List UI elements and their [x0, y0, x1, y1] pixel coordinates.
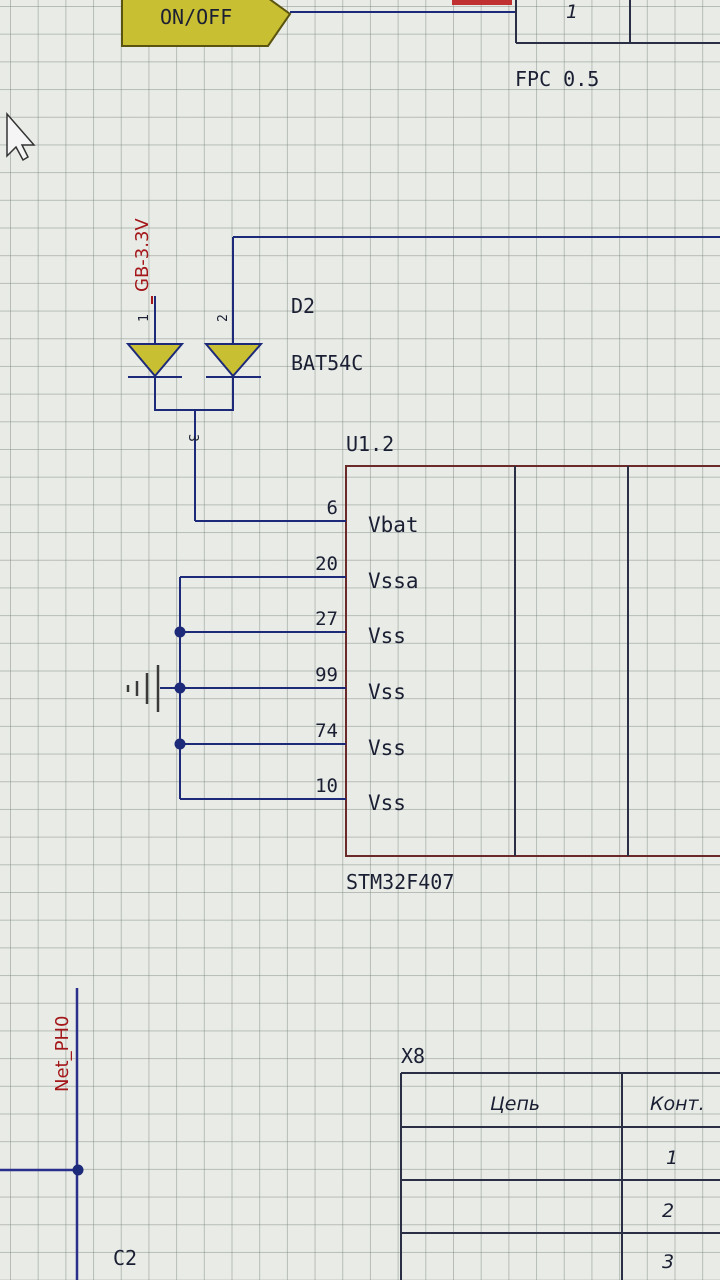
junction-dot [174, 738, 186, 750]
pin-name: Vbat [368, 513, 419, 537]
junction-dot [72, 1164, 84, 1176]
d2-pin1-number: 1 [137, 314, 152, 322]
on-off-port-label: ON/OFF [160, 5, 232, 29]
x8-header-net: Цепь [490, 1093, 540, 1115]
net-ph0-label: Net_PH0 [52, 1016, 73, 1092]
fpc-pin-number: 1 [566, 1, 578, 23]
pin-number: 20 [315, 553, 338, 575]
u1-body[interactable] [345, 465, 720, 857]
fpc-connector-name: FPC 0.5 [515, 67, 599, 91]
d2-pin3-number: 3 [185, 434, 200, 442]
d2-pin2-number: 2 [216, 314, 231, 322]
pin-number: 99 [315, 664, 338, 686]
u1-part-number: STM32F407 [346, 870, 454, 894]
pin-number: 6 [327, 497, 338, 519]
diode-d2-right[interactable] [203, 343, 264, 378]
junction-dot [174, 682, 186, 694]
pin-number: 74 [315, 720, 338, 742]
ground-icon[interactable] [126, 665, 160, 712]
pin-number: 27 [315, 608, 338, 630]
selection-marker [452, 0, 512, 5]
pin-name: Vss [368, 736, 406, 760]
junction-dot [174, 626, 186, 638]
x8-row-pin: 3 [662, 1251, 674, 1273]
x8-table[interactable] [400, 1072, 720, 1280]
arrow-cursor-icon [6, 111, 36, 162]
supply-net-label: GB-3.3V [132, 218, 153, 292]
pin-number: 10 [315, 775, 338, 797]
pin-name: Vssa [368, 569, 419, 593]
pin-name: Vss [368, 791, 406, 815]
x8-row-pin: 2 [662, 1200, 674, 1222]
pin-name: Vss [368, 680, 406, 704]
on-off-port[interactable]: ON/OFF [121, 0, 292, 47]
x8-row-pin: 1 [666, 1147, 678, 1169]
d2-common-wire[interactable] [154, 377, 234, 411]
x8-header-pin: Конт. [650, 1093, 705, 1115]
c2-reference: C2 [113, 1246, 137, 1270]
u1-reference: U1.2 [346, 432, 394, 456]
d2-reference: D2 [291, 294, 315, 318]
fpc-connector[interactable]: 1 [515, 0, 720, 44]
x8-reference: X8 [401, 1044, 425, 1068]
pin-name: Vss [368, 624, 406, 648]
diode-d2-left[interactable] [125, 343, 185, 378]
d2-part-number: BAT54C [291, 351, 363, 375]
